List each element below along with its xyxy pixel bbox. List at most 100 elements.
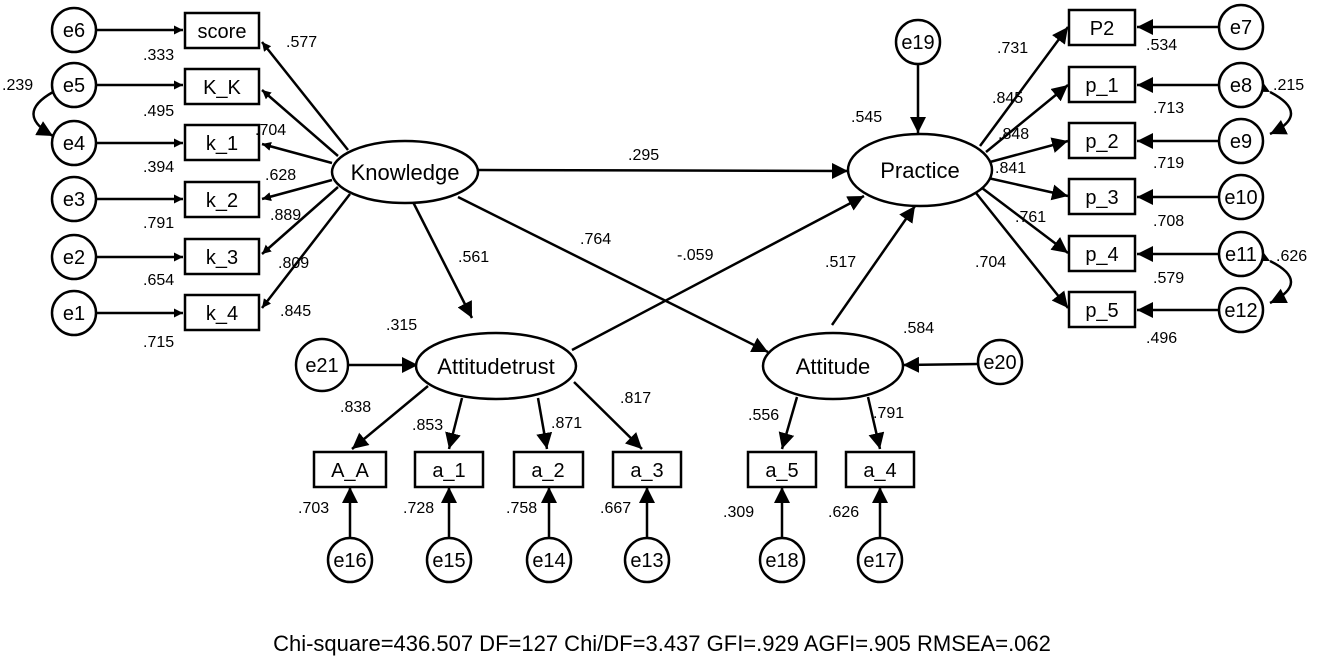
rsq-a1: .728 [403, 500, 434, 517]
error-e3-label: e3 [63, 189, 85, 211]
observed-p-4: p_4 [1067, 234, 1137, 273]
covariance-labels: .239 .215 .626 [2, 77, 1307, 265]
latent-attitudetrust: Attitudetrust [414, 331, 578, 401]
error-e15-label: e15 [432, 550, 465, 572]
loading-k4: .845 [280, 303, 311, 320]
path-attitudetrust-a1 [445, 397, 464, 450]
error-e18: e18 [758, 536, 806, 584]
error-e18-label: e18 [765, 550, 798, 572]
rsq-a3: .667 [600, 500, 631, 517]
path-attitude-practice [830, 205, 917, 326]
error-e9: e9 [1217, 117, 1265, 165]
observed-p-1-label: p_1 [1085, 75, 1118, 97]
observed-a5: a_5 [746, 450, 818, 489]
loading-kk: .704 [255, 122, 286, 139]
rsq-practice: .545 [851, 109, 882, 126]
knowledge-rsq-labels: .333 .495 .394 .791 .654 .715 [143, 47, 174, 351]
observed-p-3: p_3 [1067, 177, 1137, 216]
error-e11: e11 [1217, 230, 1265, 278]
rsq-aa: .703 [298, 500, 329, 517]
coef-knowledge-attitudetrust: .561 [458, 249, 489, 266]
edges [32, 19, 1292, 538]
error-e7: e7 [1217, 3, 1265, 51]
rsq-a5: .309 [723, 504, 754, 521]
error-e12-label: e12 [1224, 300, 1257, 322]
error-e20: e20 [976, 338, 1024, 386]
loading-a3: .817 [620, 390, 651, 407]
cov-e8-e9 [1252, 77, 1292, 136]
observed-p-2-label: p_2 [1085, 131, 1118, 153]
error-e10: e10 [1217, 173, 1265, 221]
error-e16-label: e16 [333, 550, 366, 572]
rsq-k3: .654 [143, 272, 174, 289]
observed-k4: k_4 [183, 293, 261, 332]
path-knowledge-score [261, 41, 349, 151]
error-e8-label: e8 [1230, 75, 1252, 97]
rsq-kk: .495 [143, 103, 174, 120]
path-practice-p4 [981, 187, 1069, 254]
error-e20-label: e20 [983, 352, 1016, 374]
observed-aa: A_A [312, 450, 388, 489]
error-e17-label: e17 [863, 550, 896, 572]
observed-aa-label: A_A [331, 460, 369, 482]
latent-knowledge-label: Knowledge [351, 160, 460, 185]
error-e13-label: e13 [630, 550, 663, 572]
observed-p2: P2 [1067, 8, 1137, 47]
loading-a2: .871 [551, 415, 582, 432]
coef-attitudetrust-practice: -.059 [677, 247, 714, 264]
cov-e8-e9-value: .215 [1273, 77, 1304, 94]
loading-p-1: .845 [992, 90, 1023, 107]
observed-kk-label: K_K [203, 77, 241, 99]
loading-k2: .889 [270, 207, 301, 224]
error-e7-label: e7 [1230, 17, 1252, 39]
error-e15: e15 [425, 536, 473, 584]
observed-k4-label: k_4 [206, 303, 238, 325]
rsq-k2: .791 [143, 215, 174, 232]
path-attitudetrust-practice [571, 194, 865, 352]
observed-k1-label: k_1 [206, 133, 238, 155]
error-e4: e4 [50, 119, 98, 167]
observed-a4-label: a_4 [863, 460, 896, 482]
error-e17: e17 [856, 536, 904, 584]
rsq-attitude: .584 [903, 320, 934, 337]
observed-a3-label: a_3 [630, 460, 663, 482]
path-knowledge-attitude [457, 195, 769, 354]
path-practice-p1 [985, 84, 1069, 153]
observed-k2: k_2 [183, 180, 261, 219]
practice-loading-labels: .731 .845 .848 .841 .761 .704 [975, 40, 1046, 271]
error-e5: e5 [50, 61, 98, 109]
observed-a5-label: a_5 [765, 460, 798, 482]
observed-a2: a_2 [512, 450, 585, 489]
path-attitude-a4 [866, 396, 885, 450]
observed-p-3-label: p_3 [1085, 187, 1118, 209]
rsq-p-4: .579 [1153, 270, 1184, 287]
loading-p-4: .761 [1015, 209, 1046, 226]
cov-e11-e12 [1252, 246, 1292, 305]
loading-aa: .838 [340, 399, 371, 416]
coef-knowledge-practice: .295 [628, 147, 659, 164]
rsq-p-2: .719 [1153, 155, 1184, 172]
loading-a1: .853 [412, 417, 443, 434]
latent-attitude-label: Attitude [796, 354, 871, 379]
rsq-score: .333 [143, 47, 174, 64]
path-practice-p5 [975, 192, 1069, 309]
loading-score: .577 [286, 34, 317, 51]
error-e19-label: e19 [901, 32, 934, 54]
path-practice-p2 [978, 26, 1070, 147]
error-e21-label: e21 [305, 355, 338, 377]
error-e11-label: e11 [1225, 244, 1257, 266]
loading-a5: .556 [748, 407, 779, 424]
error-e12: e12 [1217, 286, 1265, 334]
fit-statistics: Chi-square=436.507 DF=127 Chi/DF=3.437 G… [273, 631, 1051, 656]
observed-k3-label: k_3 [206, 247, 238, 269]
error-e10-label: e10 [1224, 187, 1257, 209]
coef-knowledge-attitude: .764 [580, 231, 611, 248]
latent-attitudetrust-label: Attitudetrust [437, 354, 554, 379]
error-e1-label: e1 [63, 303, 85, 325]
observed-kk: K_K [183, 67, 261, 106]
observed-score: score [183, 11, 261, 50]
latent-practice-label: Practice [880, 158, 959, 183]
rsq-attitudetrust: .315 [386, 317, 417, 334]
structural-path-labels: .295 .561 .764 -.059 .517 [458, 147, 856, 271]
